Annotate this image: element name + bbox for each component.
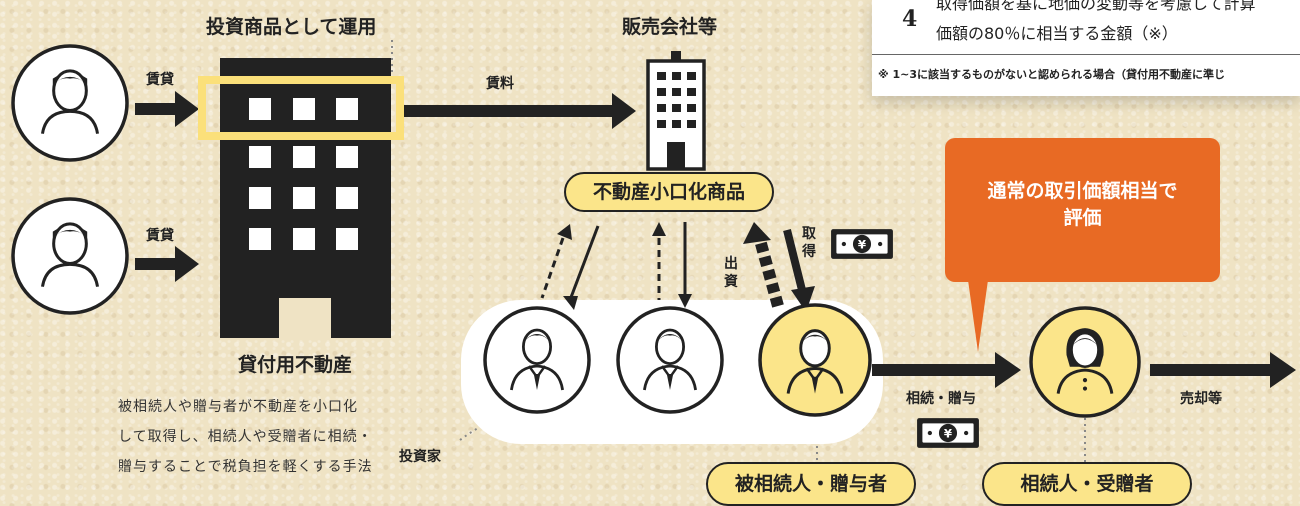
inherit-gift-label: 相続・贈与	[906, 391, 976, 407]
tenant-bottom	[11, 197, 129, 315]
heir-donee-pill: 相続人・受贈者	[982, 462, 1192, 506]
note-line-2: 価額の80％に相当する金額（※）	[936, 24, 1178, 43]
rent-arrows	[135, 91, 199, 282]
sales-company-building-icon	[646, 51, 706, 171]
rent-label-bottom: 賃貸	[146, 228, 174, 244]
valuation-note: 4 取得価額を基に地価の変動等を考慮して計算 価額の80％に相当する金額（※） …	[872, 0, 1300, 96]
sale-arrow	[1150, 352, 1296, 388]
investors-label: 投資家	[399, 449, 441, 465]
rental-building-icon	[198, 58, 404, 340]
investor-flows	[540, 222, 815, 312]
invest-label: 出資	[724, 256, 738, 290]
acquire-label: 取得	[802, 226, 816, 260]
investment-title: 投資商品として運用	[206, 16, 377, 38]
method-description: 被相続人や贈与者が不動産を小口化 して取得し、相続人や受贈者に相続・ 贈与するこ…	[118, 392, 373, 482]
tenant-top	[11, 44, 129, 162]
investor-1	[483, 306, 591, 414]
rental-property-label: 貸付用不動産	[238, 354, 353, 376]
description-line-3: 贈与することで税負担を軽くする手法	[118, 459, 373, 475]
decedent-donor-pill: 被相続人・贈与者	[706, 462, 916, 506]
sale-label: 売却等	[1180, 391, 1222, 407]
rent-label-top: 賃貸	[146, 72, 174, 88]
rent-fee-label: 賃料	[486, 76, 514, 92]
investor-decedent	[758, 303, 872, 417]
note-number: 4	[902, 6, 918, 32]
description-line-2: して取得し、相続人や受贈者に相続・	[118, 429, 373, 445]
yen-banknote-icon	[917, 418, 979, 448]
description-line-1: 被相続人や贈与者が不動産を小口化	[118, 399, 358, 415]
callout-text: 通常の取引価額相当で 評価	[945, 178, 1220, 232]
sales-company-label: 販売会社等	[622, 16, 718, 38]
fractional-product-pill: 不動産小口化商品	[564, 172, 774, 212]
heir	[1029, 306, 1141, 418]
callout-line-1: 通常の取引価額相当で	[987, 180, 1178, 202]
callout-line-2: 評価	[1063, 207, 1102, 229]
inheritance-arrow	[872, 352, 1021, 388]
investor-2	[616, 306, 724, 414]
note-footnote: ※ 1~3に該当するものがないと認められる場合（貸付用不動産に準じ	[878, 68, 1226, 81]
note-divider	[872, 54, 1300, 55]
callout-tail	[968, 280, 988, 352]
yen-banknote-icon	[831, 229, 893, 259]
rent-fee-arrow	[404, 93, 636, 129]
note-line-1: 取得価額を基に地価の変動等を考慮して計算	[936, 0, 1256, 13]
valuation-callout	[945, 138, 1220, 282]
